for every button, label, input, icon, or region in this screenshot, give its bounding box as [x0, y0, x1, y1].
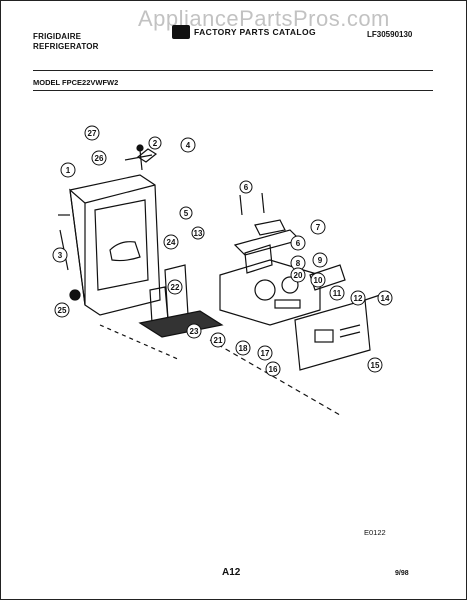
callout-18: 18: [235, 340, 251, 356]
revision-date: 9/98: [395, 570, 409, 577]
callout-5: 5: [179, 206, 193, 220]
svg-text:8: 8: [296, 259, 301, 268]
header-rule: [33, 70, 433, 71]
drip-tray: [138, 264, 224, 338]
callout-12: 12: [350, 290, 366, 306]
svg-text:7: 7: [316, 223, 321, 232]
svg-text:20: 20: [294, 271, 303, 280]
callout-4: 4: [180, 137, 196, 153]
svg-text:24: 24: [167, 238, 176, 247]
callout-7: 7: [310, 219, 326, 235]
screw-part: [136, 144, 144, 171]
callout-14: 14: [377, 290, 393, 306]
callout-21: 21: [210, 332, 226, 348]
svg-text:5: 5: [184, 209, 189, 218]
callout-17: 17: [257, 345, 273, 361]
logo-icon: [172, 25, 190, 39]
callout-22: 22: [167, 279, 183, 295]
callout-13: 13: [191, 226, 205, 240]
callout-2: 2: [148, 136, 162, 150]
svg-text:6: 6: [244, 183, 249, 192]
gasket-part: [69, 289, 81, 301]
model-rule: [33, 90, 433, 91]
svg-text:13: 13: [194, 229, 203, 238]
callout-1: 1: [60, 162, 76, 178]
callout-15: 15: [367, 357, 383, 373]
callout-27: 27: [84, 125, 100, 141]
callout-6b: 6: [290, 235, 306, 251]
guide-line: [99, 324, 181, 361]
callout-24: 24: [163, 234, 179, 250]
svg-text:16: 16: [269, 365, 278, 374]
callout-9: 9: [312, 252, 328, 268]
catalog-title: FACTORY PARTS CATALOG: [194, 27, 317, 37]
product-name: REFRIGERATOR: [33, 42, 99, 51]
model-label: MODEL FPCE22VWFW2: [33, 78, 119, 87]
callout-10: 10: [310, 272, 326, 288]
svg-text:25: 25: [58, 306, 67, 315]
callout-26: 26: [91, 150, 107, 166]
page-number: A12: [222, 567, 241, 578]
svg-text:14: 14: [381, 294, 390, 303]
svg-text:1: 1: [66, 166, 71, 175]
drawing-code: E0122: [364, 528, 386, 537]
callout-8: 8: [290, 255, 306, 271]
svg-text:17: 17: [261, 349, 270, 358]
svg-text:4: 4: [186, 141, 191, 150]
svg-text:27: 27: [88, 129, 97, 138]
svg-text:11: 11: [333, 289, 342, 298]
svg-text:21: 21: [214, 336, 223, 345]
svg-text:22: 22: [171, 283, 180, 292]
svg-text:3: 3: [58, 251, 63, 260]
header-brand-block: FRIGIDAIRE REFRIGERATOR: [33, 32, 99, 52]
svg-text:12: 12: [354, 294, 363, 303]
svg-text:26: 26: [95, 154, 104, 163]
svg-text:18: 18: [239, 344, 248, 353]
svg-text:15: 15: [371, 361, 380, 370]
guide-line: [209, 339, 341, 415]
callout-23: 23: [186, 323, 202, 339]
callout-6: 6: [239, 180, 253, 194]
callout-20: 20: [290, 267, 306, 283]
brand-name: FRIGIDAIRE: [33, 32, 82, 41]
svg-text:9: 9: [318, 256, 323, 265]
control-panel: [294, 294, 381, 371]
catalog-code: LF30590130: [367, 30, 413, 39]
callout-3: 3: [52, 247, 68, 263]
svg-text:2: 2: [153, 139, 158, 148]
callouts: 1 2 3 4 5 6 6 7 8 9 10 11 12 13 14 15 16…: [52, 125, 393, 377]
callout-25: 25: [54, 302, 70, 318]
svg-text:6: 6: [296, 239, 301, 248]
callout-11: 11: [329, 285, 345, 301]
parts-diagram: 1 2 3 4 5 6 6 7 8 9 10 11 12 13 14 15 16…: [52, 125, 393, 415]
callout-16: 16: [265, 361, 281, 377]
svg-text:23: 23: [190, 327, 199, 336]
dispenser-mechanism: [219, 229, 346, 326]
mounting-screws: [239, 192, 286, 236]
svg-text:10: 10: [314, 276, 323, 285]
